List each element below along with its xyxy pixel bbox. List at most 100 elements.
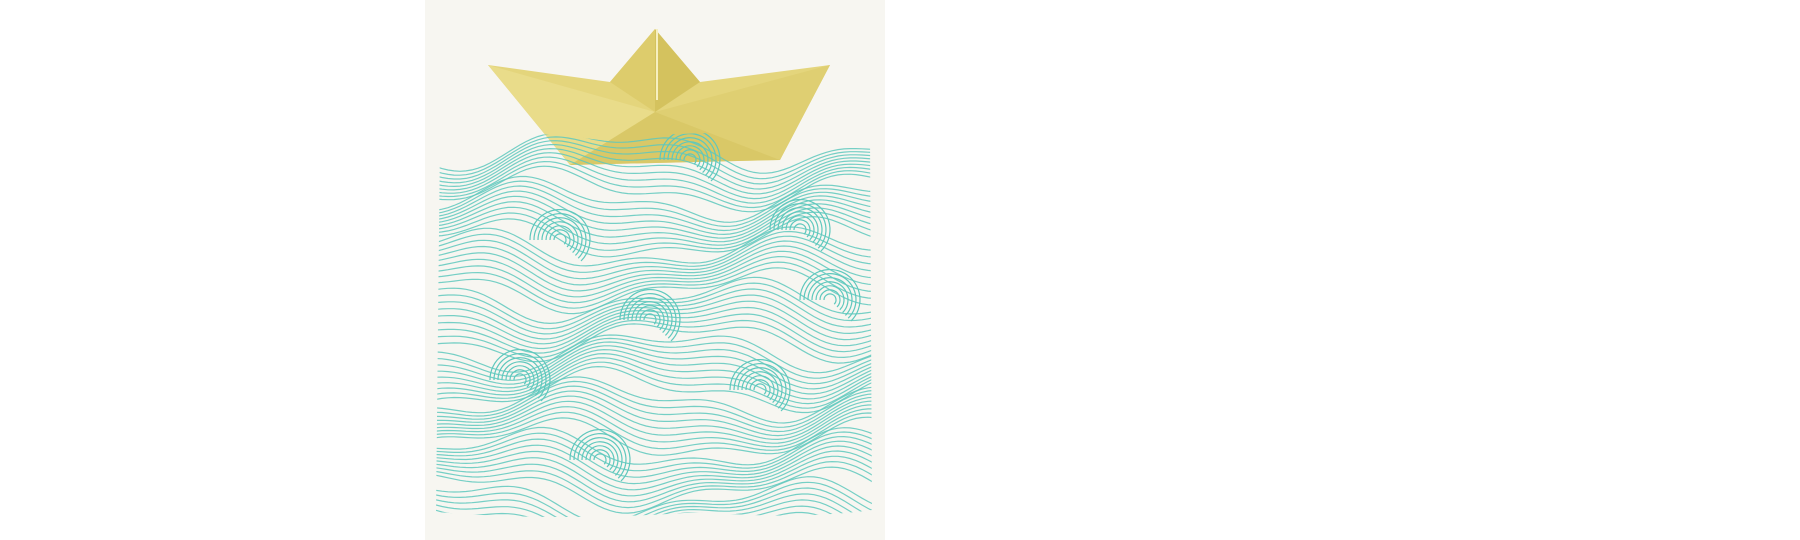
wave-line xyxy=(436,175,872,223)
wave-line xyxy=(436,313,872,354)
wave-curl xyxy=(549,229,571,248)
wave-line xyxy=(436,352,872,400)
wave-lines xyxy=(436,132,872,518)
wave-curl xyxy=(635,305,665,331)
wave-curl xyxy=(537,217,583,256)
wave-curl xyxy=(789,219,811,238)
wave-line xyxy=(436,348,872,395)
wave-curl xyxy=(749,379,771,398)
wave-line xyxy=(436,152,872,200)
wave-line xyxy=(436,240,872,286)
wave-curl xyxy=(497,357,543,396)
wave-curl xyxy=(589,449,611,468)
wave-curl xyxy=(777,207,823,246)
wave-line xyxy=(436,380,872,428)
wave-curl xyxy=(799,269,861,322)
wave-line xyxy=(436,440,872,485)
wave-curl xyxy=(671,141,709,174)
wave-line xyxy=(436,406,872,448)
wave-line xyxy=(436,144,872,190)
wave-line xyxy=(436,487,872,518)
wave-curl xyxy=(577,437,623,476)
wave-line xyxy=(436,306,872,350)
wave-line xyxy=(436,460,872,509)
wave-line xyxy=(436,226,872,267)
wave-curl xyxy=(675,145,705,171)
wave-line xyxy=(436,294,872,340)
wave-curl xyxy=(553,233,567,245)
wave-curl xyxy=(639,309,661,328)
wave-curl xyxy=(741,371,779,404)
wave-curl xyxy=(627,297,673,336)
wave-line xyxy=(436,255,872,304)
wave-curl xyxy=(807,277,853,316)
wave-curl xyxy=(803,273,857,319)
wave-line xyxy=(436,341,872,385)
wave-line xyxy=(436,445,872,491)
wave-curl xyxy=(619,289,681,342)
wave-curl xyxy=(533,213,587,259)
wave-curl xyxy=(545,225,575,251)
wave-curl xyxy=(569,429,631,482)
wave-line xyxy=(436,267,872,315)
wave-curl xyxy=(513,373,527,385)
wave-curl xyxy=(667,137,713,176)
wave-line xyxy=(436,288,872,335)
wave-curl xyxy=(509,369,531,388)
wave-line xyxy=(436,185,872,232)
wave-line xyxy=(436,211,872,251)
wave-line xyxy=(436,361,872,409)
wave-curl xyxy=(501,361,539,394)
wave-curl xyxy=(683,153,697,165)
wave-curl xyxy=(493,353,547,399)
wave-line xyxy=(436,156,872,204)
wave-curl xyxy=(663,133,717,179)
wave-curl xyxy=(781,211,819,244)
wave-curl xyxy=(815,285,845,311)
wave-curl xyxy=(745,375,775,401)
wave-line xyxy=(436,245,872,292)
wave-curl xyxy=(737,367,783,406)
wave-curl xyxy=(811,281,849,314)
wave-line xyxy=(436,493,872,518)
wave-curl xyxy=(529,209,591,262)
wave-curl xyxy=(541,221,579,254)
wave-curl xyxy=(623,293,677,339)
wave-curl xyxy=(793,223,807,235)
wave-line xyxy=(436,147,872,195)
wave-line xyxy=(436,261,872,309)
wave-line xyxy=(436,499,872,518)
wave-curl xyxy=(593,453,607,465)
wave-line xyxy=(436,160,872,209)
wave-line xyxy=(436,345,872,390)
wave-line xyxy=(436,201,872,243)
wave-line xyxy=(436,323,872,364)
wave-curl xyxy=(823,293,837,305)
wave-line xyxy=(436,365,872,414)
wave-curl xyxy=(489,349,551,402)
wave-curl xyxy=(573,433,627,479)
wave-line xyxy=(436,180,872,228)
wave-line xyxy=(436,431,872,472)
wave-line xyxy=(436,337,872,379)
wave-line xyxy=(436,455,872,503)
wave-curl xyxy=(773,203,827,249)
wave-line xyxy=(436,190,872,236)
wave-line xyxy=(436,276,872,325)
wave-line xyxy=(436,385,872,433)
wave-curl xyxy=(679,149,701,168)
wave-curl xyxy=(631,301,669,334)
wave-line xyxy=(436,250,872,298)
wave-curl xyxy=(729,359,791,412)
wave-curl xyxy=(769,199,831,252)
wave-line xyxy=(436,140,872,185)
wave-curl xyxy=(585,445,615,471)
wave-curl xyxy=(785,215,815,241)
wave-line xyxy=(436,416,872,456)
wave-curl xyxy=(733,363,787,409)
wave-line xyxy=(436,357,872,405)
wave-curl xyxy=(753,383,767,395)
wave-line xyxy=(436,476,872,518)
wave-line xyxy=(436,505,872,518)
